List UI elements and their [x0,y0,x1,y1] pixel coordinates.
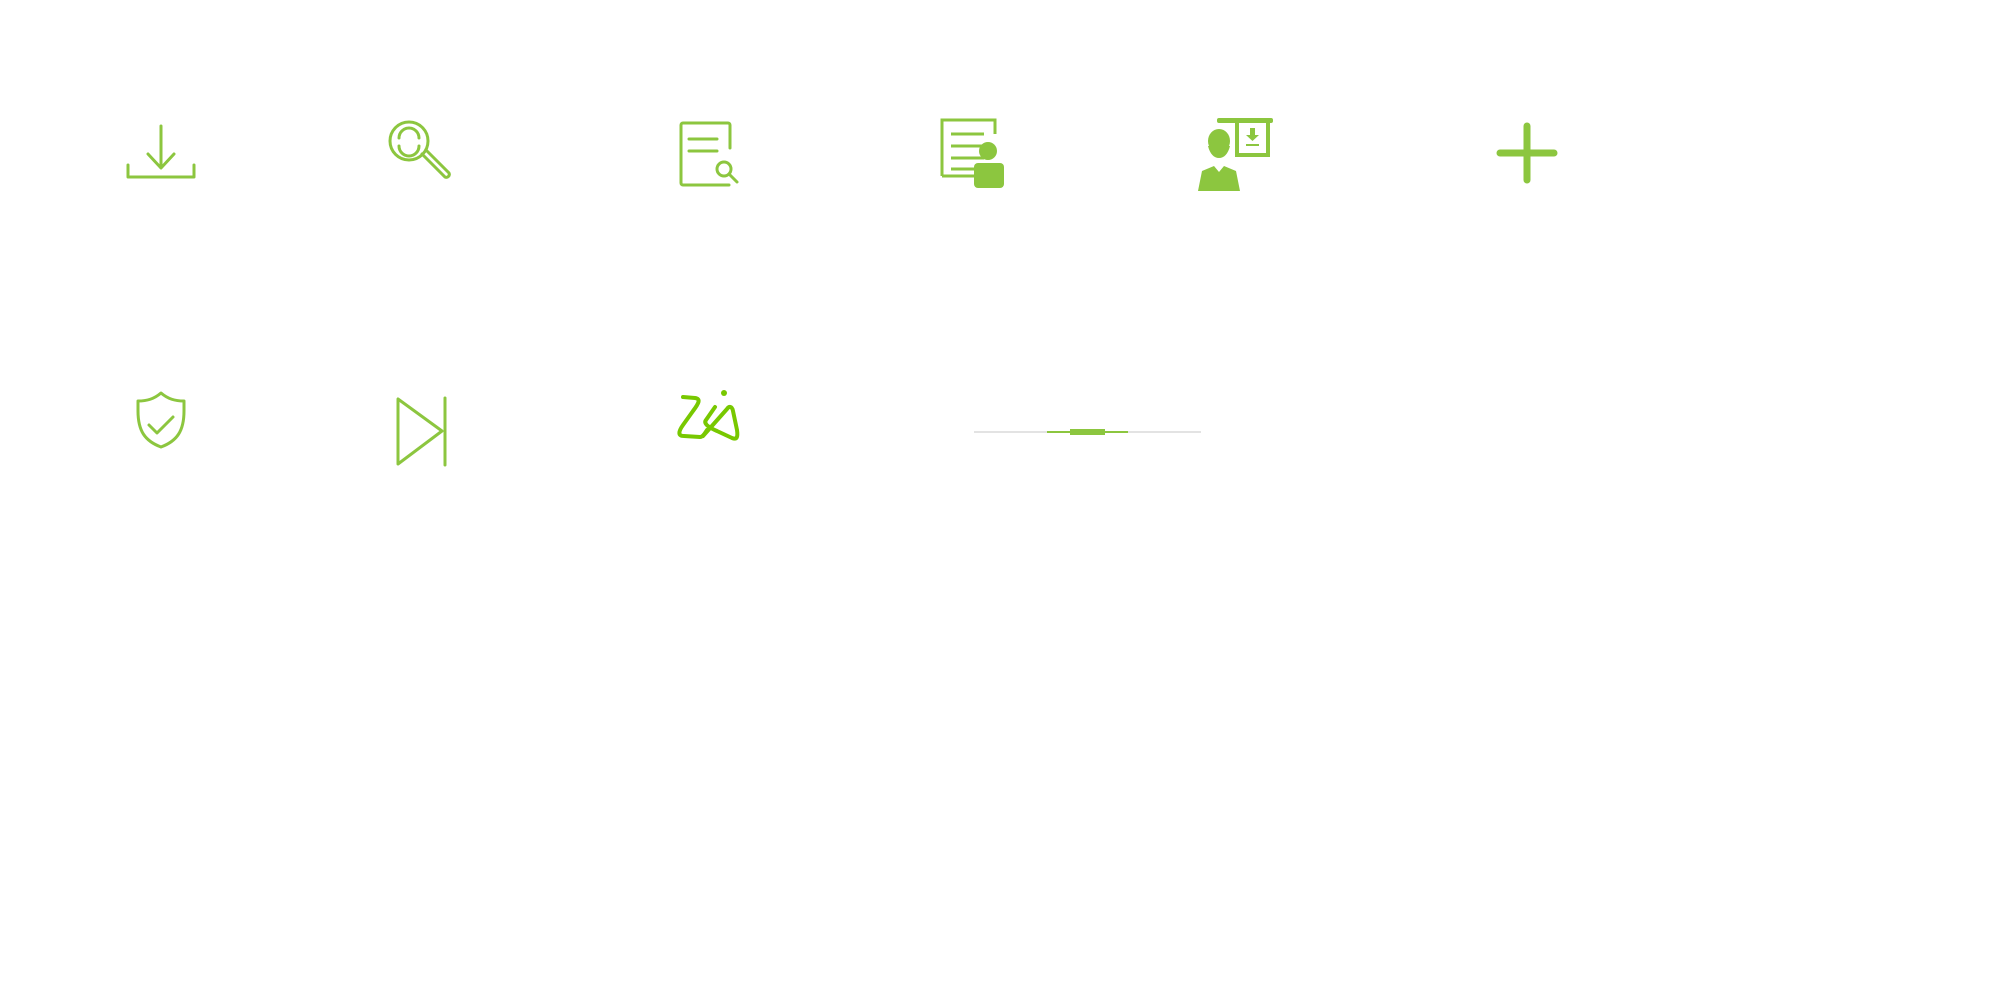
loading-progress-bar [974,429,1201,435]
search-icon[interactable] [381,113,461,193]
document-user-icon[interactable] [934,113,1014,193]
signature-icon[interactable] [673,389,753,469]
plus-icon[interactable] [1487,113,1567,193]
skip-forward-icon[interactable] [381,389,461,469]
presenter-download-icon[interactable] [1193,113,1273,193]
document-search-icon[interactable] [673,113,753,193]
loader-indicator-block [1070,429,1105,435]
shield-check-icon[interactable] [121,389,201,469]
download-icon[interactable] [121,113,201,193]
